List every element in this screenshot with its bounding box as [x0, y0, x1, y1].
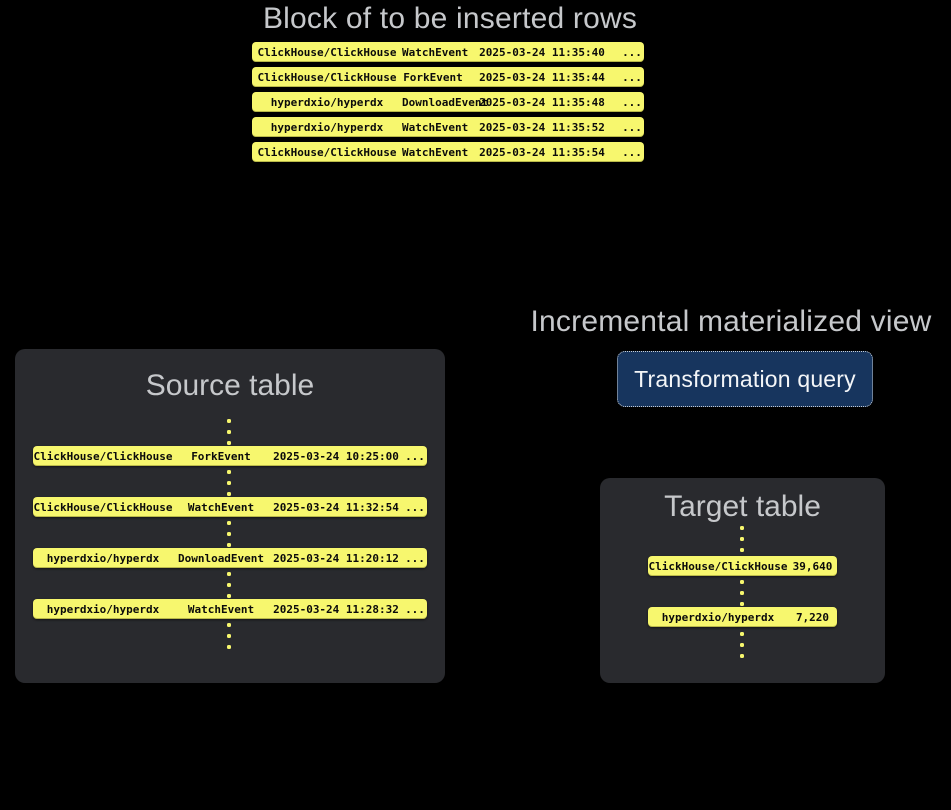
ellipsis-dots [227, 572, 231, 598]
more-cell: ... [405, 500, 425, 514]
materialized-view-title: Incremental materialized view [530, 305, 932, 338]
ellipsis-dots [227, 521, 231, 547]
timestamp-cell: 2025-03-24 11:20:12 [273, 551, 399, 565]
repo-cell: ClickHouse/ClickHouse [257, 70, 397, 84]
repo-cell: ClickHouse/ClickHouse [648, 559, 788, 573]
timestamp-cell: 2025-03-24 11:35:44 [479, 70, 605, 84]
more-cell: ... [405, 449, 425, 463]
more-cell: ... [405, 551, 425, 565]
timestamp-cell: 2025-03-24 10:25:00 [273, 449, 399, 463]
source-row: hyperdxio/hyperdx WatchEvent 2025-03-24 … [33, 599, 427, 619]
event-cell: WatchEvent [402, 145, 469, 159]
inserted-row: ClickHouse/ClickHouse ForkEvent 2025-03-… [252, 67, 644, 87]
event-cell: DownloadEvent [177, 551, 265, 565]
repo-cell: ClickHouse/ClickHouse [257, 145, 397, 159]
event-cell: WatchEvent [187, 602, 255, 616]
event-cell: DownloadEvent [402, 95, 489, 109]
repo-cell: hyperdxio/hyperdx [46, 602, 160, 616]
ellipsis-dots [227, 419, 231, 445]
count-cell: 39,640 [792, 559, 833, 573]
event-cell: ForkEvent [403, 70, 463, 84]
ellipsis-dots [740, 632, 744, 658]
repo-cell: hyperdxio/hyperdx [270, 95, 384, 109]
event-cell: ForkEvent [191, 449, 251, 463]
timestamp-cell: 2025-03-24 11:35:52 [479, 120, 605, 134]
more-cell: ... [622, 95, 642, 109]
ellipsis-dots [227, 623, 231, 649]
ellipsis-dots [740, 580, 744, 606]
more-cell: ... [405, 602, 425, 616]
source-row: hyperdxio/hyperdx DownloadEvent 2025-03-… [33, 548, 427, 568]
target-row: ClickHouse/ClickHouse 39,640 [648, 556, 837, 576]
repo-cell: ClickHouse/ClickHouse [33, 500, 173, 514]
repo-cell: hyperdxio/hyperdx [661, 610, 775, 624]
timestamp-cell: 2025-03-24 11:28:32 [273, 602, 399, 616]
repo-cell: hyperdxio/hyperdx [270, 120, 384, 134]
count-cell: 7,220 [795, 610, 830, 624]
more-cell: ... [622, 145, 642, 159]
more-cell: ... [622, 45, 642, 59]
timestamp-cell: 2025-03-24 11:35:48 [479, 95, 605, 109]
inserted-row: ClickHouse/ClickHouse WatchEvent 2025-03… [252, 42, 644, 62]
inserted-row: hyperdxio/hyperdx DownloadEvent 2025-03-… [252, 92, 644, 112]
transformation-query-box: Transformation query [617, 351, 873, 407]
timestamp-cell: 2025-03-24 11:35:40 [479, 45, 605, 59]
inserted-row: hyperdxio/hyperdx WatchEvent 2025-03-24 … [252, 117, 644, 137]
more-cell: ... [622, 70, 642, 84]
target-row: hyperdxio/hyperdx 7,220 [648, 607, 837, 627]
timestamp-cell: 2025-03-24 11:35:54 [479, 145, 605, 159]
ellipsis-dots [740, 526, 744, 552]
more-cell: ... [622, 120, 642, 134]
source-table-title: Source table [145, 369, 315, 402]
inserted-row: ClickHouse/ClickHouse WatchEvent 2025-03… [252, 142, 644, 162]
repo-cell: ClickHouse/ClickHouse [257, 45, 397, 59]
event-cell: WatchEvent [402, 120, 469, 134]
source-row: ClickHouse/ClickHouse ForkEvent 2025-03-… [33, 446, 427, 466]
source-table-box: Source table ClickHouse/ClickHouse ForkE… [15, 349, 445, 683]
target-table-title: Target table [664, 490, 821, 523]
inserted-rows-title: Block of to be inserted rows [262, 2, 638, 35]
source-row: ClickHouse/ClickHouse WatchEvent 2025-03… [33, 497, 427, 517]
event-cell: WatchEvent [187, 500, 255, 514]
ellipsis-dots [227, 470, 231, 496]
event-cell: WatchEvent [402, 45, 469, 59]
repo-cell: hyperdxio/hyperdx [46, 551, 160, 565]
timestamp-cell: 2025-03-24 11:32:54 [273, 500, 399, 514]
repo-cell: ClickHouse/ClickHouse [33, 449, 173, 463]
target-table-box: Target table ClickHouse/ClickHouse 39,64… [600, 478, 885, 683]
